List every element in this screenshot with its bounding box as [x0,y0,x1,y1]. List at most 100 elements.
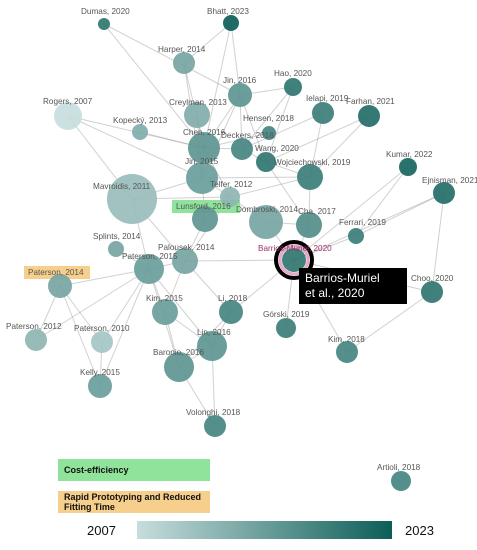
selected-node-inner-ring [278,244,310,276]
label-li2018: Li, 2018 [218,294,248,303]
label-farhan2021: Farhan, 2021 [346,97,395,106]
label-lin2016: Lin, 2016 [197,328,231,337]
legend-rapid-prototyping-label: Rapid Prototyping and Reduced Fitting Ti… [64,492,202,512]
node-ferrari2019[interactable] [348,228,364,244]
edge-paterson2015-kelly2015 [99,268,150,387]
edge-ielapi2019-deckers2018 [241,112,324,150]
year-scale-start: 2007 [87,523,116,538]
node-paterson2014[interactable] [48,274,72,298]
edge-kumar2022-barrios2020 [293,166,409,261]
edge-paterson2014-kelly2015 [59,285,101,387]
label-bhatt2023: Bhatt, 2023 [207,7,249,16]
edge-barrios2020-li2018 [230,259,295,313]
node-deckers2018[interactable] [231,138,253,160]
node-creylman2013[interactable] [184,102,210,128]
edge-wojciechowski2019-telfer2012 [229,176,311,198]
label-ferrari2019: Ferrari, 2019 [339,218,386,227]
year-color-scale [137,521,392,539]
node-chen2016[interactable] [188,132,220,164]
label-kim2018: Kim, 2018 [328,335,365,344]
legend-cost-efficiency: Cost-efficiency [58,459,210,481]
label-cha2017: Cha, 2017 [298,207,336,216]
node-farhan2021[interactable] [358,105,380,127]
label-kopecky2013: Kopecký, 2013 [113,116,168,125]
label-barrios2020: Barrios-Muriel, 2020 [258,244,332,253]
label-jin2016: Jin, 2016 [223,76,257,85]
node-cha2017[interactable] [296,212,322,238]
node-kim2015[interactable] [152,299,178,325]
node-artioli2018[interactable] [391,471,411,491]
label-volonghi2018: Volonghi, 2018 [186,408,241,417]
node-jin2015[interactable] [186,162,218,194]
node-dumas2020[interactable] [98,18,110,30]
label-jin2015: Jin, 2015 [185,157,219,166]
edge-hao2020-deckers2018 [241,86,294,150]
label-gorski2019: Górski, 2019 [263,310,310,319]
node-volonghi2018[interactable] [204,415,226,437]
node-splints2014[interactable] [108,241,124,257]
node-kim2018[interactable] [336,341,358,363]
node-palousek2014[interactable] [172,248,198,274]
node-lunsford2016[interactable] [192,206,218,232]
selected-node-outer-ring [274,240,314,280]
edge-choo2020-ejnisman2021 [431,192,445,293]
node-rogers2007[interactable] [54,102,82,130]
label-lunsford2016: Lunsford, 2016 [176,202,231,211]
edge-farhan2021-wang2020 [265,115,370,163]
edge-ejnisman2021-barrios2020 [293,192,445,261]
node-gorski2019[interactable] [276,318,296,338]
label-deckers2018: Deckers, 2018 [221,131,274,140]
edge-ejnisman2021-ferrari2019 [355,192,445,237]
legend-rapid-prototyping: Rapid Prototyping and Reduced Fitting Ti… [58,491,210,513]
label-dumas2020: Dumas, 2020 [81,7,130,16]
node-bhatt2023[interactable] [223,15,239,31]
node-kopecky2013[interactable] [132,124,148,140]
node-dombroski2014[interactable] [249,205,283,239]
edge-paterson2015-lin2016 [148,268,213,347]
paterson2014-highlight-box [24,266,90,279]
node-ielapi2019[interactable] [312,102,334,124]
edge-rogers2007-jin2015 [67,115,203,179]
edge-bhatt2023-jin2016 [230,22,241,96]
selected-paper-callout: Barrios-Muriel et al., 2020 [299,268,407,304]
nodes-layer [25,15,455,491]
edge-dumas2020-chen2016 [103,23,205,149]
node-jin2016[interactable] [228,83,252,107]
label-chen2016: Chen, 2016 [183,128,226,137]
node-kelly2015[interactable] [88,374,112,398]
label-artioli2018: Artioli, 2018 [377,463,421,472]
node-telfer2012[interactable] [220,187,240,207]
label-palousek2014: Palousek, 2014 [158,243,215,252]
node-hao2020[interactable] [284,78,302,96]
edge-kim2018-choo2020 [346,291,433,353]
year-scale-end: 2023 [405,523,434,538]
node-choo2020[interactable] [421,281,443,303]
node-baronio2016[interactable] [164,352,194,382]
node-ejnisman2021[interactable] [433,182,455,204]
node-wang2020[interactable] [256,152,276,172]
label-paterson2012: Paterson, 2012 [6,322,62,331]
label-wojciechowski2019: Wojciechowski, 2019 [274,158,351,167]
label-kim2015: Kim, 2015 [146,294,183,303]
node-harper2014[interactable] [173,52,195,74]
edge-dumas2020-jin2016 [103,23,241,96]
node-paterson2010[interactable] [91,331,113,353]
label-kumar2022: Kumar, 2022 [386,150,433,159]
node-paterson2012[interactable] [25,329,47,351]
edge-farhan2021-wojciechowski2019 [309,115,370,178]
label-hao2020: Hao, 2020 [274,69,312,78]
node-paterson2015[interactable] [134,254,164,284]
label-wang2020: Wang, 2020 [255,144,299,153]
edge-hao2020-wang2020 [265,86,294,163]
label-hensen2018: Hensen, 2018 [243,114,294,123]
node-kumar2022[interactable] [399,158,417,176]
node-wojciechowski2019[interactable] [297,164,323,190]
label-choo2020: Choo, 2020 [411,274,454,283]
edge-paterson2014-paterson2015 [59,268,150,287]
node-lin2016[interactable] [197,331,227,361]
node-hensen2018[interactable] [262,126,276,140]
node-mavroidis2011[interactable] [107,174,157,224]
node-li2018[interactable] [219,300,243,324]
label-harper2014: Harper, 2014 [158,45,206,54]
node-barrios2020[interactable] [282,248,306,272]
